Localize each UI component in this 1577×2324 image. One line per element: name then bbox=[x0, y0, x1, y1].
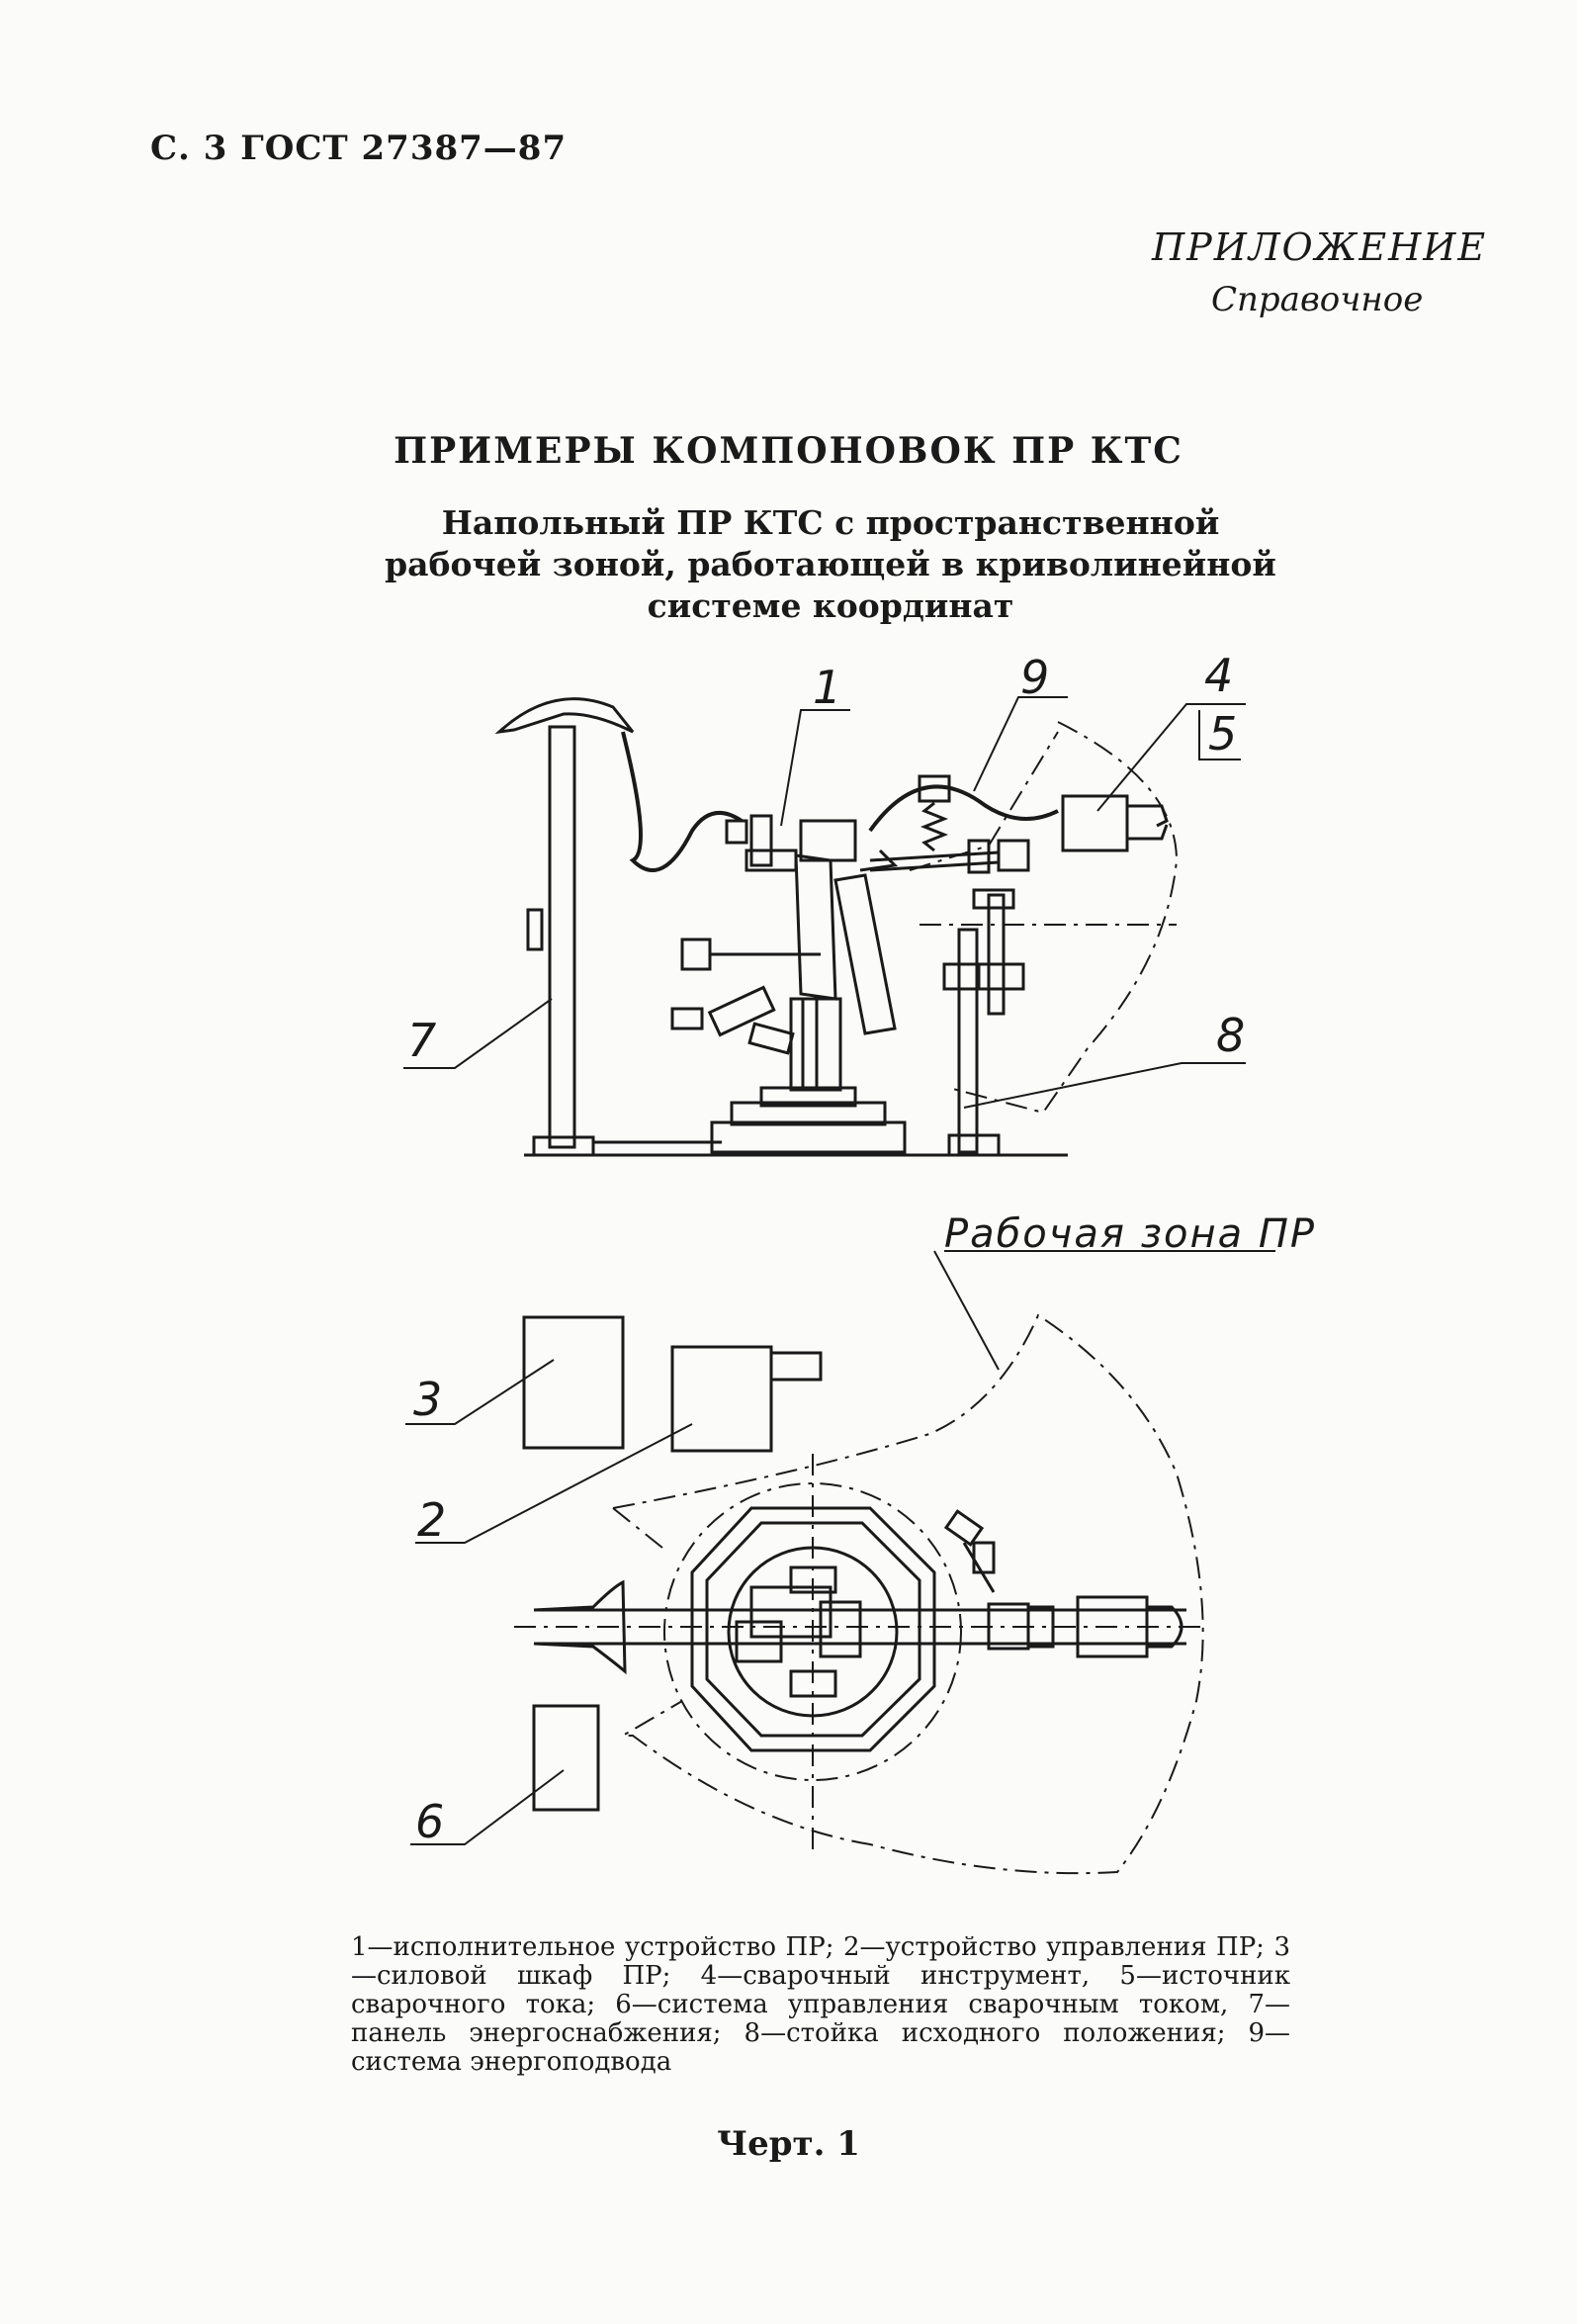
callout-3: 3 bbox=[413, 1373, 443, 1426]
appendix-type: Справочное bbox=[1211, 280, 1424, 319]
callout-9: 9 bbox=[1020, 651, 1050, 704]
callout-4: 4 bbox=[1204, 649, 1234, 702]
callout-1: 1 bbox=[813, 661, 842, 714]
side-view bbox=[403, 696, 1246, 1157]
working-zone-label: Рабочая зона ПР bbox=[944, 1211, 1317, 1257]
caption-text: 1—исполнительное устройство ПР; 2—устрой… bbox=[351, 1932, 1290, 2077]
callout-2: 2 bbox=[417, 1493, 447, 1547]
callout-5: 5 bbox=[1208, 707, 1238, 760]
callout-8: 8 bbox=[1216, 1009, 1246, 1062]
top-view bbox=[405, 1250, 1275, 1875]
callout-7: 7 bbox=[407, 1014, 437, 1067]
page-header: С. 3 ГОСТ 27387—87 bbox=[150, 129, 568, 168]
callout-6: 6 bbox=[415, 1795, 445, 1848]
figure-caption: 1—исполнительное устройство ПР; 2—устрой… bbox=[351, 1933, 1290, 2077]
figure-subtitle: Напольный ПР КТС с пространственной рабо… bbox=[385, 503, 1276, 625]
figure-number: Черт. 1 bbox=[717, 2124, 860, 2164]
page-title: ПРИМЕРЫ КОМПОНОВОК ПР КТС bbox=[394, 430, 1183, 472]
appendix-label: ПРИЛОЖЕНИЕ bbox=[1152, 225, 1488, 269]
